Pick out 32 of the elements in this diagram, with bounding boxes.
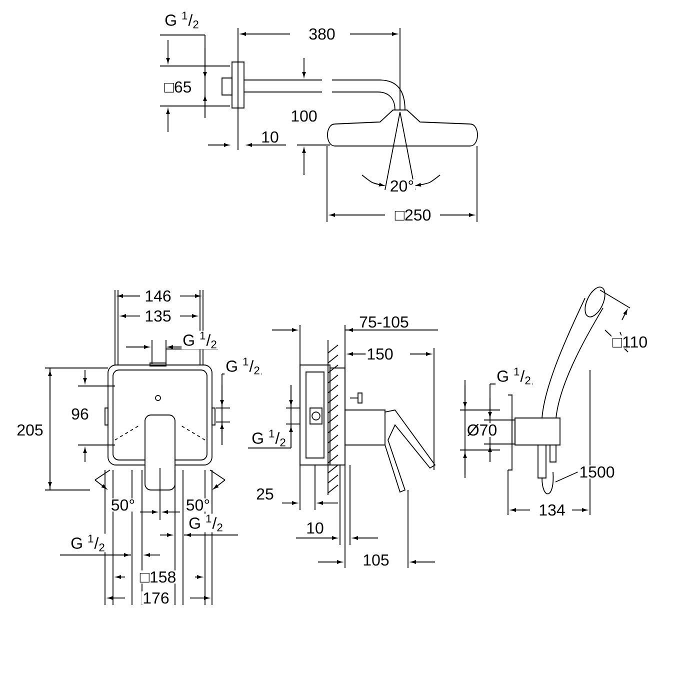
dimension-label: 1500 <box>578 465 616 479</box>
dimension-label: 10 <box>305 521 325 535</box>
dimension-label: 146 <box>144 289 172 303</box>
dimension-label: G $^{1}$/$_{2}$ <box>70 534 106 552</box>
dimension-label: G $^{1}$/$_{2}$ <box>188 514 224 532</box>
dimension-label: 380 <box>308 27 336 41</box>
dimension-label: G $^{1}$/$_{2}$ <box>496 366 532 386</box>
dimension-label: □250 <box>394 208 432 222</box>
dimension-label: 100 <box>290 109 318 123</box>
dimension-label: G $^{1}$/$_{2}$ <box>164 10 200 30</box>
dimension-label: 135 <box>144 309 172 323</box>
dimension-label: □110 <box>611 335 649 349</box>
dimension-label: 176 <box>142 591 170 605</box>
dimension-label: G $^{1}$/$_{2}$ <box>250 428 288 448</box>
hose-drawing <box>542 472 554 494</box>
dimension-label: 105 <box>362 553 390 567</box>
leader-line <box>555 472 578 482</box>
dimension-label: 50° <box>110 498 136 512</box>
dimension-label: 96 <box>70 407 90 421</box>
dimension-label: 20° <box>388 179 416 193</box>
dimension-label: 75-105 <box>358 315 410 329</box>
dimension-label: G $^{1}$/$_{2}$ <box>224 356 262 376</box>
dimension-label: 150 <box>366 347 394 361</box>
dimension-label: 134 <box>538 503 566 517</box>
dimension-label: 50° <box>184 498 212 512</box>
dimension-label: 10 <box>260 130 280 144</box>
dimension-label: □65 <box>163 80 193 94</box>
dimension-label: Ø70 <box>466 423 498 437</box>
dimension-label: 25 <box>255 487 275 501</box>
dimension-label: □158 <box>138 570 178 584</box>
dimension-label: 205 <box>16 423 44 437</box>
dimension-label: G $^{1}$/$_{2}$ <box>182 330 218 350</box>
